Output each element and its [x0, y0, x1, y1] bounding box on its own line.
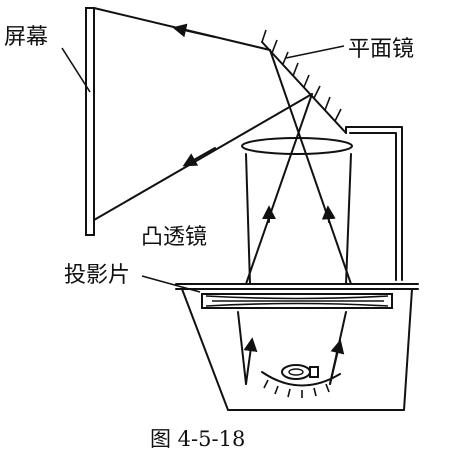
figure-caption: 图 4-5-18	[150, 427, 245, 451]
projector-base	[175, 283, 419, 411]
label-plane-mirror: 平面镜	[348, 37, 414, 62]
plane-mirror	[261, 29, 347, 134]
label-convex-lens: 凸透镜	[141, 225, 207, 250]
label-leaders	[61, 47, 201, 293]
support-arm	[345, 126, 403, 281]
label-screen: 屏幕	[4, 25, 48, 50]
screen	[85, 7, 95, 236]
rays-to-lens	[245, 153, 352, 285]
rays-to-screen	[93, 7, 313, 221]
rays-to-mirror	[245, 49, 352, 285]
label-slide: 投影片	[64, 263, 130, 288]
convex-lens	[241, 137, 353, 155]
